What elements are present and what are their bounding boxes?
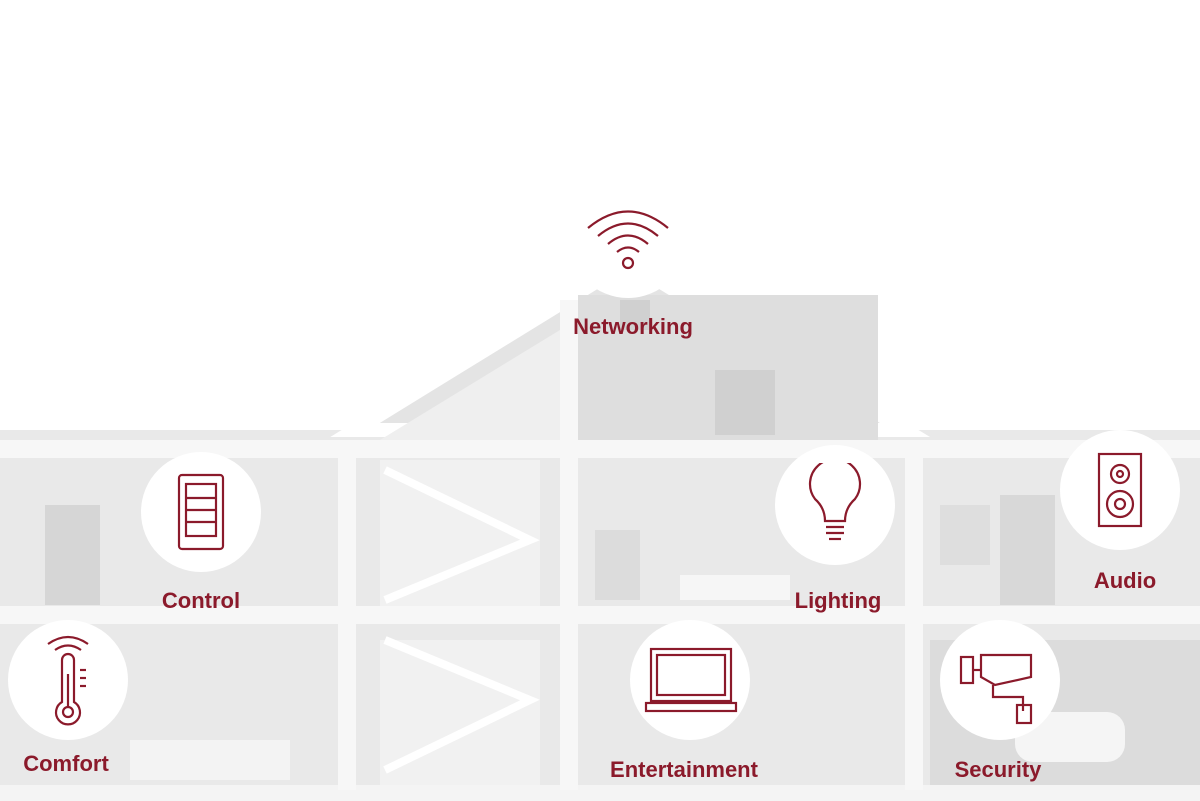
security-label: Security <box>954 757 1042 782</box>
networking-label: Networking <box>573 314 693 339</box>
lighting-label: Lighting <box>794 588 882 613</box>
control-node[interactable] <box>141 452 261 572</box>
control-label: Control <box>161 588 241 613</box>
comfort-node[interactable] <box>8 620 128 740</box>
entertainment-label: Entertainment <box>610 757 758 782</box>
audio-label: Audio <box>1093 568 1157 593</box>
tablet-icon <box>177 473 225 551</box>
audio-node[interactable] <box>1060 430 1180 550</box>
speaker-icon <box>1097 452 1143 528</box>
comfort-label: Comfort <box>23 751 109 776</box>
networking-node[interactable] <box>568 178 688 298</box>
thermometer-icon <box>47 635 89 726</box>
security-node[interactable] <box>940 620 1060 740</box>
light-bulb-icon <box>808 462 862 540</box>
lighting-node[interactable] <box>775 445 895 565</box>
security-camera-icon <box>959 653 1033 725</box>
tv-icon <box>644 647 737 712</box>
entertainment-node[interactable] <box>630 620 750 740</box>
wifi-icon <box>587 210 669 270</box>
